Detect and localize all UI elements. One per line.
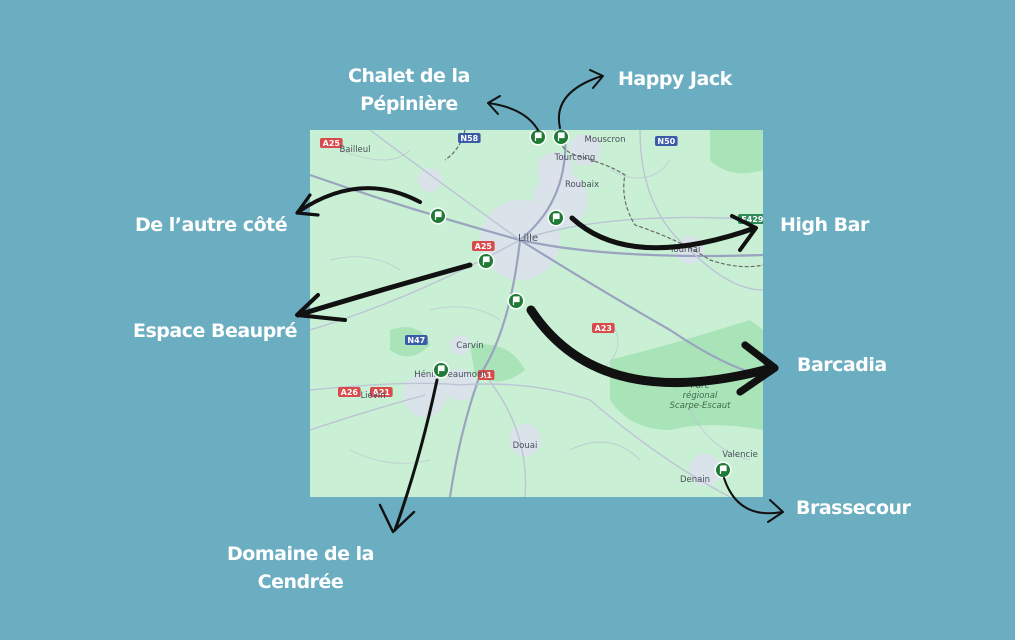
road	[369, 130, 521, 241]
destination-label: Happy Jack	[618, 65, 732, 93]
map-pins	[429, 130, 732, 479]
road-badge: A25	[320, 138, 343, 148]
label-line: De l’autre côté	[135, 214, 288, 236]
town-label: Tournai	[669, 245, 701, 255]
destination-label: Chalet de la Pépinière	[348, 62, 470, 118]
svg-text:A25: A25	[323, 139, 341, 148]
svg-text:N50: N50	[657, 137, 675, 146]
minor-road	[609, 159, 671, 179]
town-label: Lille	[518, 233, 538, 244]
road-badge: A23	[592, 323, 615, 333]
road	[310, 382, 591, 401]
town-label: Mouscron	[585, 135, 626, 145]
park-label-line: Scarpe-Escaut	[670, 401, 732, 411]
forest-area	[710, 130, 763, 174]
destination-label: De l’autre côté	[135, 211, 288, 239]
label-line: High Bar	[780, 214, 869, 236]
road-badge: A25	[472, 241, 495, 251]
road-badge: A26	[338, 387, 361, 397]
svg-text:N58: N58	[460, 134, 478, 143]
town-label: Roubaix	[565, 180, 599, 190]
arrow	[557, 69, 604, 129]
town-label: Liévin	[360, 390, 385, 401]
flag-pin-icon[interactable]	[429, 207, 447, 225]
flag-pin-icon[interactable]	[547, 209, 565, 227]
minor-road	[689, 409, 751, 461]
flag-pin-icon[interactable]	[714, 461, 732, 479]
label-line: Cendrée	[257, 571, 344, 593]
label-line: Happy Jack	[618, 68, 732, 90]
town-label: Tourcoing	[554, 153, 596, 163]
label-line: Espace Beaupré	[133, 320, 298, 342]
minor-road	[339, 149, 411, 161]
road-badge: N50	[655, 136, 678, 146]
svg-text:N47: N47	[407, 336, 425, 345]
town-label: Bailleul	[339, 145, 370, 155]
svg-text:E429: E429	[741, 215, 763, 224]
town-label: Denain	[680, 475, 710, 485]
urban-area	[418, 168, 442, 192]
flag-pin-icon[interactable]	[432, 361, 450, 379]
urban-area	[509, 424, 541, 456]
town-label: Carvin	[456, 341, 483, 351]
destination-label: Espace Beaupré	[133, 317, 298, 345]
park-label-line: régional	[683, 390, 718, 401]
destination-label: Brassecour	[796, 494, 911, 522]
town-label: Douai	[513, 441, 538, 451]
flag-pin-icon[interactable]	[477, 252, 495, 270]
flag-pin-icon[interactable]	[507, 292, 525, 310]
road	[519, 130, 567, 241]
town-label: Valencie	[722, 450, 758, 460]
road-badge: E429	[738, 214, 763, 224]
svg-text:A1: A1	[480, 371, 492, 380]
road-network	[310, 130, 763, 497]
flag-pin-icon[interactable]	[552, 130, 570, 146]
label-line: Pépinière	[360, 93, 458, 115]
arrow	[487, 95, 539, 131]
town-label: Hénin-Beaumont	[414, 369, 486, 380]
minor-road	[569, 441, 641, 461]
svg-text:A23: A23	[595, 324, 612, 333]
urban-area	[450, 335, 470, 355]
label-line: Barcadia	[797, 354, 887, 376]
destination-label: Domaine de la Cendrée	[227, 540, 374, 596]
flag-pin-icon[interactable]	[529, 130, 547, 146]
svg-text:A25: A25	[475, 242, 493, 251]
road	[484, 374, 527, 497]
label-line: Brassecour	[796, 497, 911, 519]
svg-text:A21: A21	[373, 388, 391, 397]
label-line: Domaine de la	[227, 543, 374, 565]
svg-text:A26: A26	[341, 388, 359, 397]
road-badge: N58	[458, 133, 481, 143]
road	[589, 399, 731, 497]
road-badge: A1	[478, 370, 495, 380]
road-badge: A21	[370, 387, 393, 397]
destination-label: Barcadia	[797, 351, 887, 379]
urban-area	[532, 172, 588, 228]
label-line: Chalet de la	[348, 65, 470, 87]
destination-label: High Bar	[780, 211, 869, 239]
road-badge: N47	[405, 335, 428, 345]
park-label-line: Parc	[691, 381, 710, 391]
urban-area	[569, 134, 601, 166]
